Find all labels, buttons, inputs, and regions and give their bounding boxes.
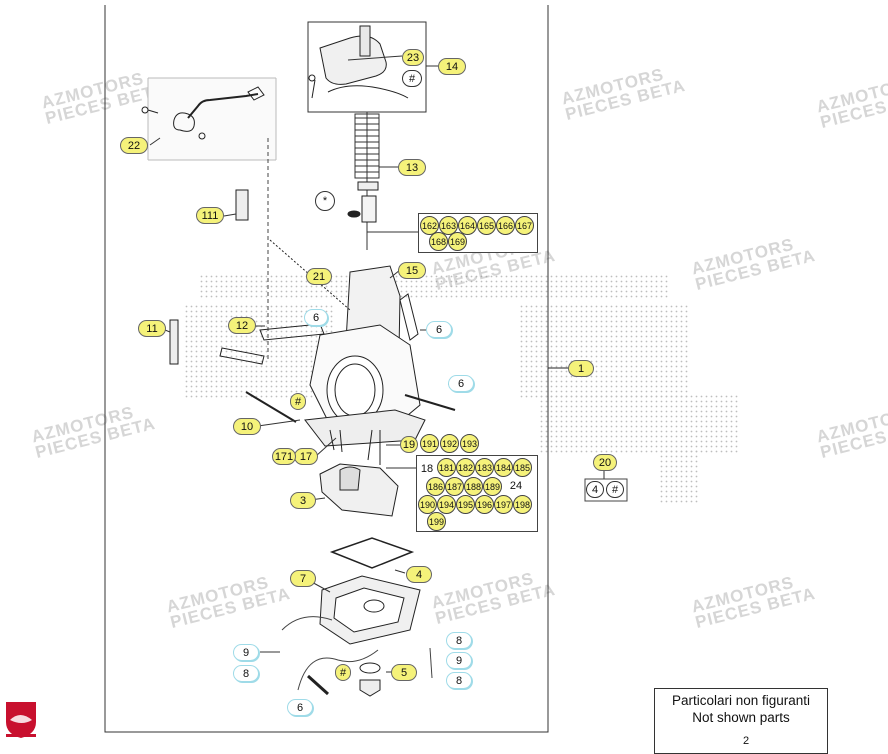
carburetor-body (219, 239, 456, 465)
callout-17: 17 (294, 448, 318, 465)
pill-181: 181 (437, 458, 456, 477)
callout-20: 20 (593, 454, 617, 471)
part-3-float-chamber (319, 463, 399, 517)
pill-198: 198 (513, 495, 532, 514)
callout-hash-14: # (402, 70, 422, 87)
callout-111: 111 (196, 207, 224, 224)
callout-13: 13 (398, 159, 426, 176)
pill-165: 165 (477, 216, 496, 235)
pill-163: 163 (439, 216, 458, 235)
callout-12: 12 (228, 317, 256, 334)
pill-162: 162 (420, 216, 439, 235)
callout-8-a: 8 (446, 632, 472, 649)
pill-189: 189 (483, 477, 502, 496)
callout-6-bottom: 6 (287, 699, 313, 716)
callout-3: 3 (290, 492, 316, 509)
part-14-cover (307, 21, 427, 113)
callout-8-c: 8 (446, 672, 472, 689)
legend-title-it: Particolari non figuranti (671, 693, 811, 708)
pill-183: 183 (475, 458, 494, 477)
callout-star: * (315, 191, 335, 211)
not-shown-parts-legend: Particolari non figuranti Not shown part… (654, 688, 828, 754)
callout-9-b: 9 (446, 652, 472, 669)
pill-184: 184 (494, 458, 513, 477)
callout-9-a: 9 (233, 644, 259, 661)
callout-171: 171 (272, 448, 296, 465)
pill-164: 164 (458, 216, 477, 235)
callout-8-b: 8 (233, 665, 259, 682)
callout-6-mid: 6 (448, 375, 474, 392)
part-13-spring-slide (347, 112, 380, 250)
part-11-screw (169, 319, 179, 365)
callout-10: 10 (233, 418, 261, 435)
callout-hash-10: # (290, 393, 306, 410)
pill-196: 196 (475, 495, 494, 514)
part-22-sensor (141, 77, 277, 161)
pill-167: 167 (515, 216, 534, 235)
pill-195: 195 (456, 495, 475, 514)
callout-19: 19 (400, 436, 418, 453)
pill-194: 194 (437, 495, 456, 514)
pill-193: 193 (460, 434, 479, 453)
callout-23: 23 (402, 49, 424, 66)
legend-title-en: Not shown parts (692, 710, 790, 725)
pill-197: 197 (494, 495, 513, 514)
pill-188: 188 (464, 477, 483, 496)
callout-hash-bracket: # (606, 481, 624, 498)
callout-15: 15 (398, 262, 426, 279)
callout-6-top: 6 (304, 309, 328, 326)
callout-4: 4 (406, 566, 432, 583)
part-4-gasket (329, 537, 415, 569)
pill-166: 166 (496, 216, 515, 235)
pill-186: 186 (426, 477, 445, 496)
pill-190: 190 (418, 495, 437, 514)
part-111-sensor-screw (235, 189, 249, 221)
part-5-drain-plug (359, 662, 381, 697)
callout-1: 1 (568, 360, 594, 377)
callout-4-bracket: 4 (586, 481, 604, 498)
pill-185: 185 (513, 458, 532, 477)
pill-199: 199 (427, 512, 446, 531)
callout-6-right: 6 (426, 321, 452, 338)
pill-168: 168 (429, 232, 448, 251)
callout-21: 21 (306, 268, 332, 285)
azmotors-logo (6, 702, 36, 738)
pill-192: 192 (440, 434, 459, 453)
callout-14: 14 (438, 58, 466, 75)
callout-5: 5 (391, 664, 417, 681)
pill-169: 169 (448, 232, 467, 251)
callout-hash-5: # (335, 664, 351, 681)
callout-22: 22 (120, 137, 148, 154)
pill-191: 191 (420, 434, 439, 453)
callout-11: 11 (138, 320, 166, 337)
part-7-float-bowl (319, 575, 421, 645)
pill-187: 187 (445, 477, 464, 496)
pill-182: 182 (456, 458, 475, 477)
callout-7: 7 (290, 570, 316, 587)
